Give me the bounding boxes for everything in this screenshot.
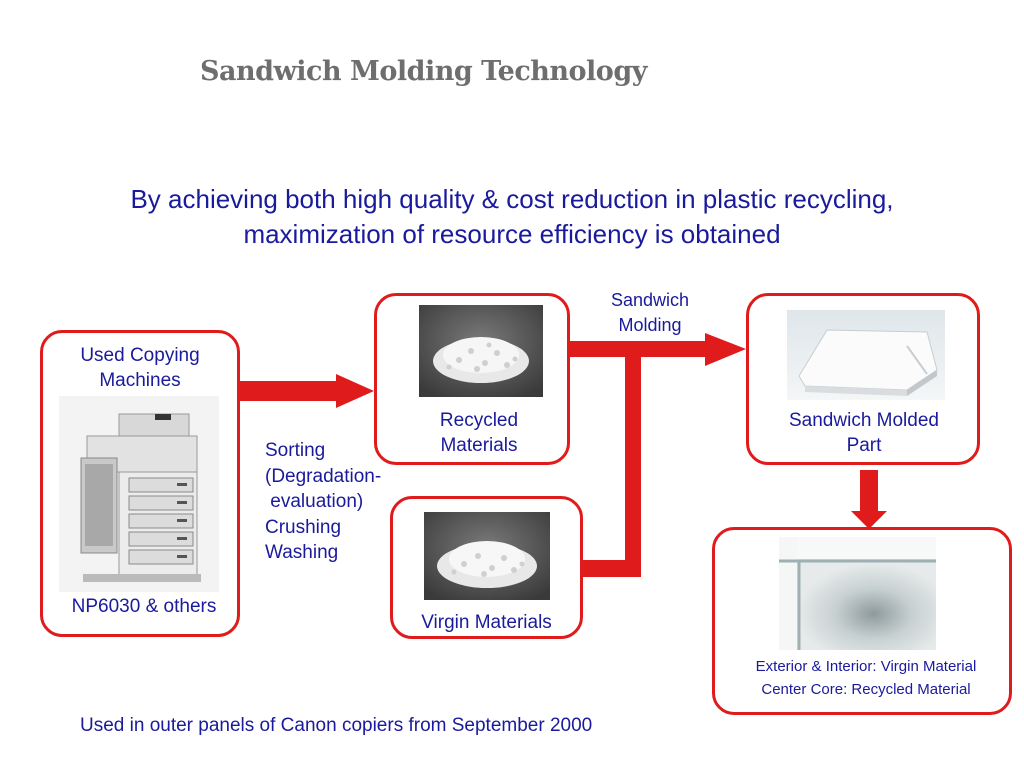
recycled-line-1: Recycled: [439, 410, 519, 431]
sorting-steps: Sorting (Degradation- evaluation) Crushi…: [265, 440, 382, 563]
sandwich-part-label: Sandwich Molded Part: [746, 408, 982, 458]
sandwich-molding-label: Sandwich Molding: [585, 288, 715, 338]
sandwich-molding-line-2: Molding: [618, 315, 682, 335]
arrow-copier-to-recycled: [238, 374, 374, 408]
pellets-photo: [419, 305, 543, 397]
sandwich-part-line-1: Sandwich Molded: [789, 410, 939, 431]
used-copiers-caption: NP6030 & others: [71, 596, 217, 617]
cross-section-label: Exterior & Interior: Virgin Material Cen…: [712, 655, 1020, 701]
subtitle-line-2: maximization of resource efficiency is o…: [243, 219, 781, 249]
virgin-label: Virgin Materials: [421, 612, 552, 633]
cross-section-line-2: Center Core: Recycled Material: [761, 681, 971, 698]
recycled-line-2: Materials: [440, 435, 518, 456]
copier-photo: [59, 396, 219, 592]
used-copiers-line-1: Used Copying: [80, 345, 200, 366]
arrow-part-to-cross-section: [851, 470, 887, 529]
subtitle: By achieving both high quality & cost re…: [0, 182, 1024, 252]
used-copiers-label: Used Copying Machines: [40, 343, 240, 393]
sandwich-part-line-2: Part: [846, 435, 882, 456]
cross-section-photo: [779, 537, 936, 650]
used-copiers-line-2: Machines: [99, 370, 181, 391]
molded-part-photo: [787, 310, 945, 400]
recycled-label: Recycled Materials: [374, 408, 584, 458]
footer-note: Used in outer panels of Canon copiers fr…: [80, 715, 593, 736]
cross-section-line-1: Exterior & Interior: Virgin Material: [755, 658, 977, 675]
page-title: Sandwich Molding Technology: [200, 56, 647, 87]
virgin-pellets-photo: [424, 512, 550, 600]
connector-virgin-to-arrow: [583, 341, 641, 577]
sandwich-molding-line-1: Sandwich: [610, 290, 690, 310]
subtitle-line-1: By achieving both high quality & cost re…: [130, 184, 894, 214]
